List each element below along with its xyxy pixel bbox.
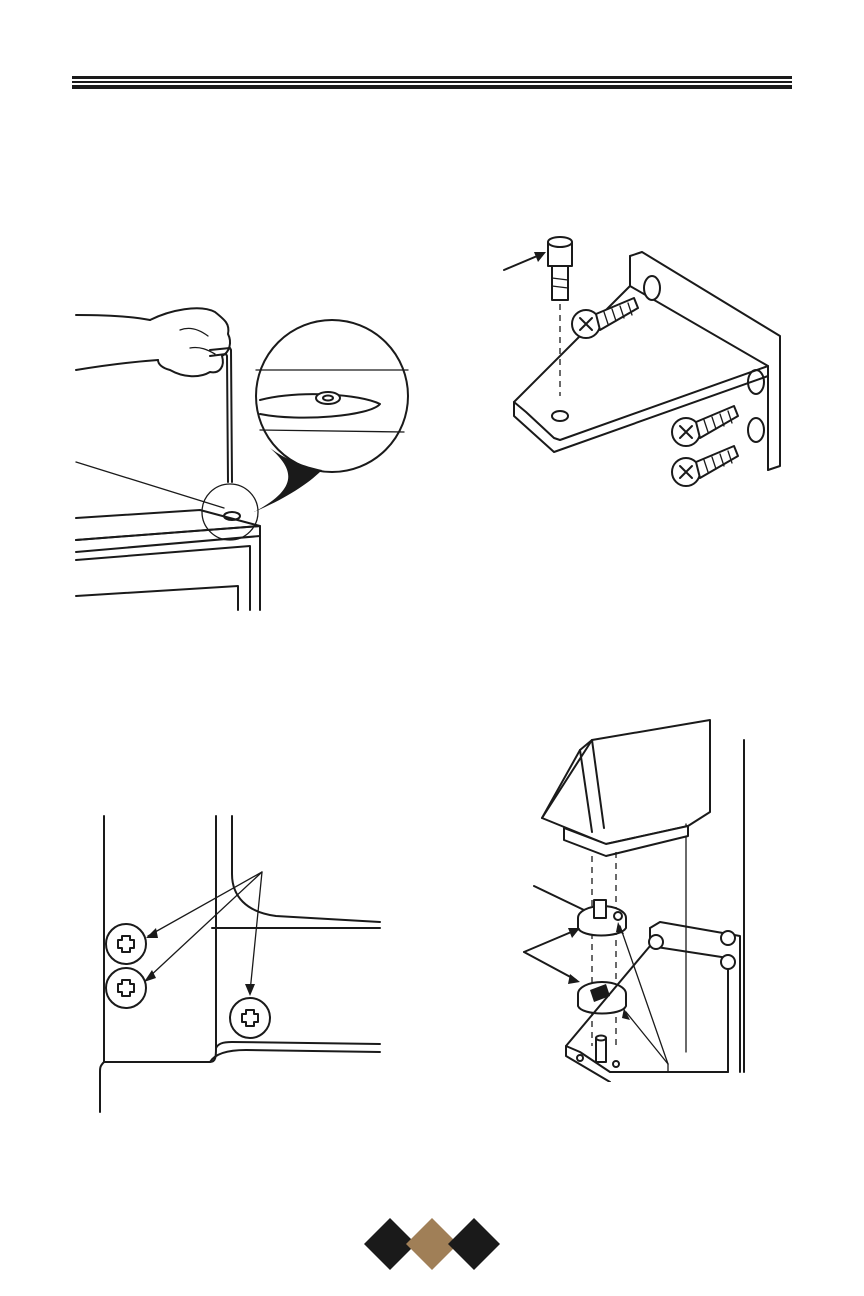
allen-key-illustration: [60, 290, 420, 620]
header-rule: [72, 76, 792, 90]
figure-allen-key: [60, 290, 420, 620]
figure-hinge-bracket: [490, 226, 810, 502]
screw-bottom: [672, 446, 738, 486]
hinge-bracket-illustration: [490, 226, 810, 502]
figure-cabinet-screws: [96, 812, 386, 1114]
cabinet-screws-illustration: [96, 812, 386, 1114]
screw-top: [572, 298, 638, 338]
footer-diamond-mark: [360, 1218, 504, 1270]
figure-door-hinge: [520, 716, 760, 1082]
door-hinge-illustration: [520, 716, 760, 1082]
diamond-logo-icon: [360, 1218, 504, 1270]
screw-middle: [672, 406, 738, 446]
